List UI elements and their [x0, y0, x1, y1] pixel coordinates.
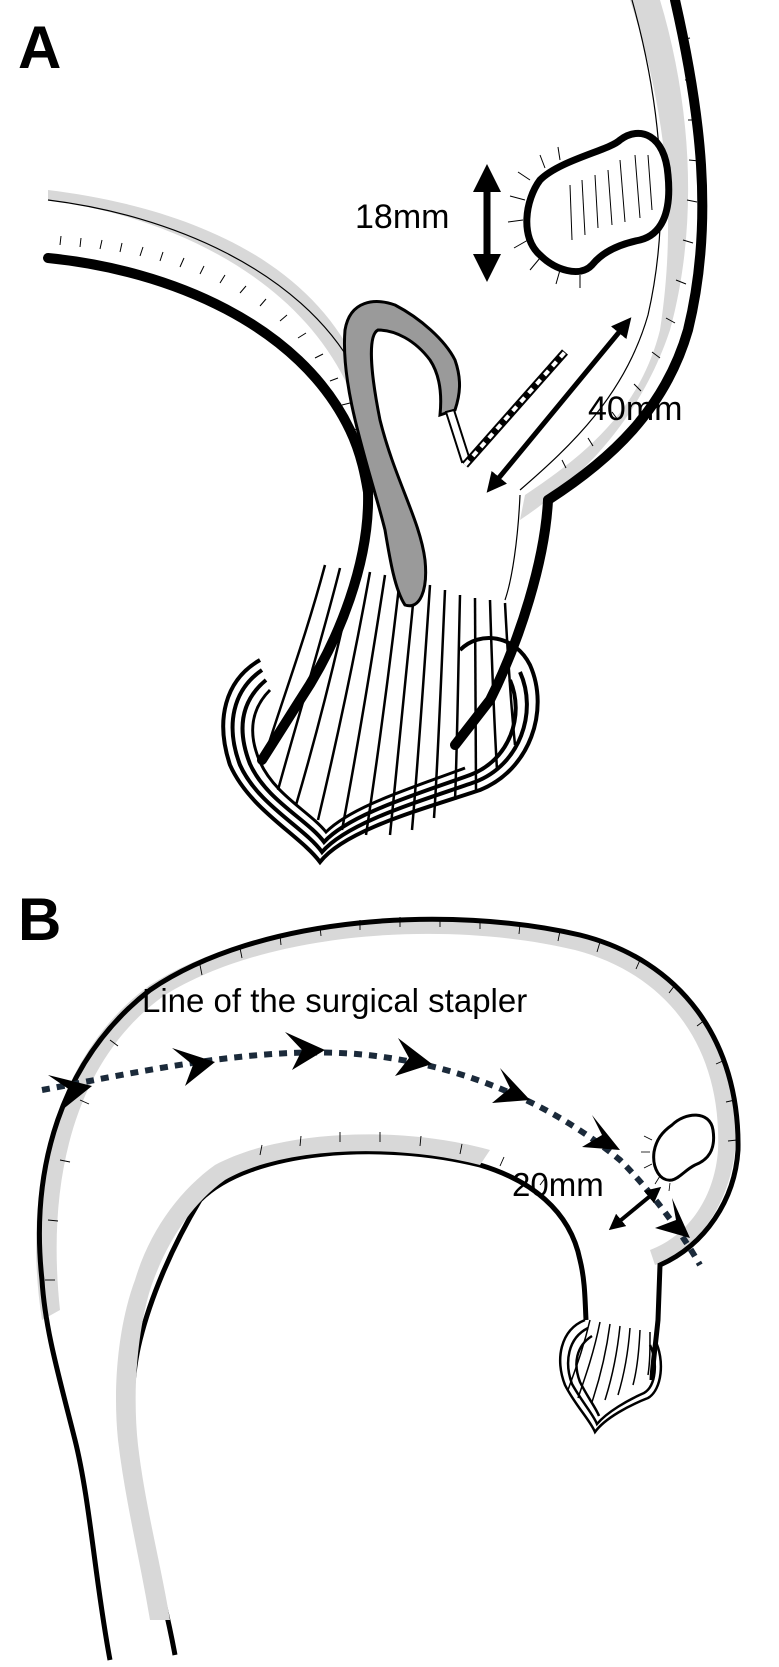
- stapler-line: [42, 1052, 700, 1265]
- distance-label-b: 20mm: [512, 1166, 604, 1203]
- panel-b: B: [18, 886, 738, 1660]
- chevron-5: [492, 1068, 530, 1103]
- panel-a-letter: A: [18, 14, 61, 81]
- pyloric-ring-b: [560, 1320, 661, 1432]
- chevron-3: [285, 1032, 325, 1070]
- diverticulum-size-label: 18mm: [355, 198, 449, 236]
- stomach-b-shade: [36, 919, 735, 1320]
- antrum-wall-right: [455, 500, 548, 745]
- panel-a: A: [18, 0, 702, 862]
- stomach-b-inner-contour: [131, 1152, 586, 1655]
- catheter-tip: [446, 410, 470, 462]
- chevron-6: [582, 1115, 620, 1150]
- stomach-outer-wall-left: [48, 258, 368, 492]
- diverticulum-b: [654, 1115, 714, 1180]
- distance-label-a: 40mm: [588, 390, 682, 428]
- distance-arrow-b: [615, 1192, 655, 1225]
- diverticulum-a: [527, 133, 669, 271]
- panel-b-letter: B: [18, 886, 61, 953]
- antrum-wall-inner-right: [505, 495, 520, 600]
- antrum-wall-left: [262, 492, 368, 760]
- wall-shade-left: [48, 190, 385, 495]
- stomach-b-inner-shade: [116, 1134, 490, 1620]
- stapler-line-label: Line of the surgical stapler: [142, 982, 527, 1019]
